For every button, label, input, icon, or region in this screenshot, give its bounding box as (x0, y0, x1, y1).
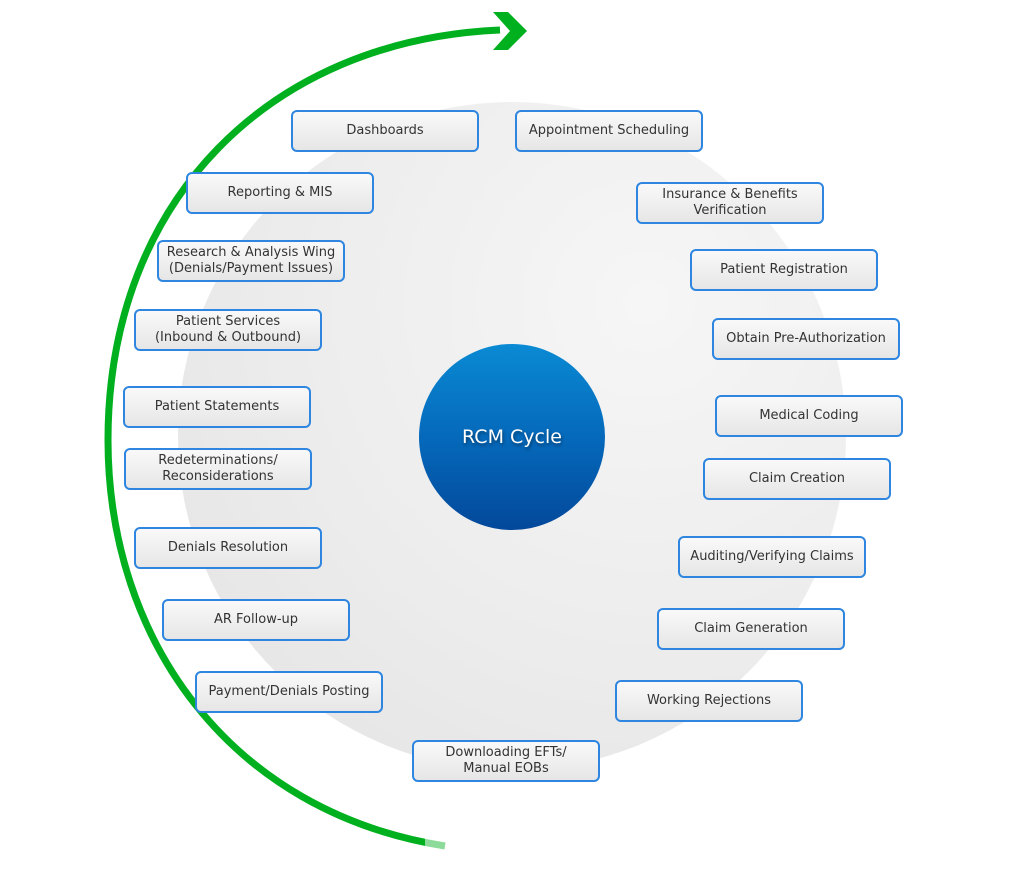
step-claim-creation[interactable]: Claim Creation (703, 458, 891, 500)
step-medical-coding[interactable]: Medical Coding (715, 395, 903, 437)
step-working-rejections[interactable]: Working Rejections (615, 680, 803, 722)
step-claim-generation[interactable]: Claim Generation (657, 608, 845, 650)
step-downloading-efts-manual-eobs[interactable]: Downloading EFTs/ Manual EOBs (412, 740, 600, 782)
step-ar-follow-up[interactable]: AR Follow-up (162, 599, 350, 641)
step-redeterminations-reconsiderations[interactable]: Redeterminations/ Reconsiderations (124, 448, 312, 490)
step-payment-denials-posting[interactable]: Payment/Denials Posting (195, 671, 383, 713)
center-label: RCM Cycle (462, 426, 562, 448)
rcm-cycle-hub: RCM Cycle (419, 344, 605, 530)
step-reporting-mis[interactable]: Reporting & MIS (186, 172, 374, 214)
step-patient-registration[interactable]: Patient Registration (690, 249, 878, 291)
step-research-analysis-wing[interactable]: Research & Analysis Wing (Denials/Paymen… (157, 240, 345, 282)
step-insurance-benefits-verification[interactable]: Insurance & Benefits Verification (636, 182, 824, 224)
cycle-arrow-head-icon (493, 12, 527, 50)
step-dashboards[interactable]: Dashboards (291, 110, 479, 152)
step-auditing-verifying-claims[interactable]: Auditing/Verifying Claims (678, 536, 866, 578)
cycle-arrow-tail-fade (425, 836, 447, 852)
step-patient-statements[interactable]: Patient Statements (123, 386, 311, 428)
step-obtain-pre-authorization[interactable]: Obtain Pre-Authorization (712, 318, 900, 360)
step-patient-services[interactable]: Patient Services (Inbound & Outbound) (134, 309, 322, 351)
step-denials-resolution[interactable]: Denials Resolution (134, 527, 322, 569)
step-appointment-scheduling[interactable]: Appointment Scheduling (515, 110, 703, 152)
cycle-arrow-arc (104, 26, 501, 850)
